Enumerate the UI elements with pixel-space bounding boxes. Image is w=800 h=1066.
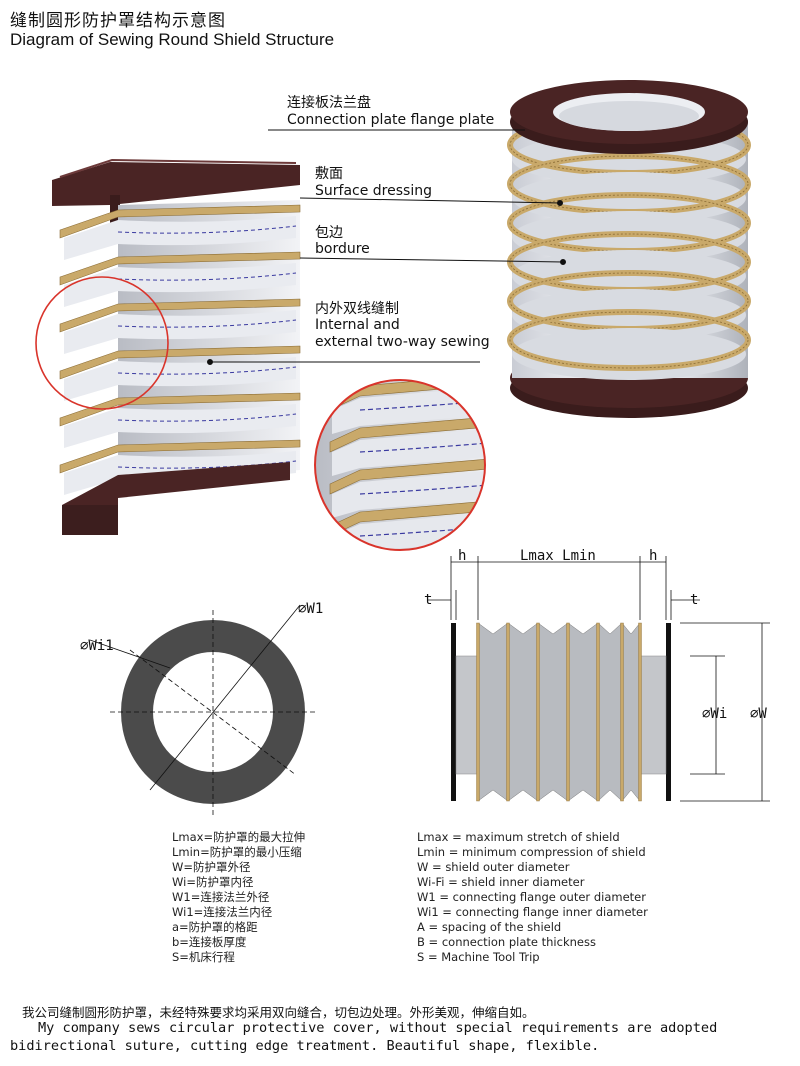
cutaway-bottom-flange [62, 462, 290, 535]
callout-bordure-en: bordure [315, 241, 370, 257]
cutaway-bellows [35, 158, 301, 535]
section-bordure [566, 622, 570, 802]
callout-sewing-en: Internal and [315, 317, 400, 333]
full-bordure-stitch [509, 155, 749, 213]
section-fold [537, 622, 569, 802]
legend-cn-item: Wi1=连接法兰内径 [172, 905, 273, 919]
cutaway-fold [64, 357, 296, 401]
dim-inner-dia: ⌀Wi [702, 706, 727, 722]
legend-cn-item: b=连接板厚度 [172, 935, 247, 949]
cutaway-top-flange [52, 162, 300, 206]
cutaway-bordure [59, 345, 301, 380]
callout-sewing-en2: external two-way sewing [315, 334, 490, 350]
note-en: My company sews circular protective cove… [10, 1020, 718, 1054]
callout-flange-cn: 连接板法兰盘 [287, 95, 371, 111]
section-bordure [536, 622, 540, 802]
section-fold [477, 622, 509, 802]
dim-stroke: Lmax Lmin [520, 548, 596, 564]
cutaway-fold [64, 310, 296, 354]
callout-surface-cn: 敷面 [315, 166, 343, 182]
flange-ring-drawing: ⌀W1 ⌀Wi1 [80, 601, 323, 815]
cutaway-fold [64, 404, 296, 448]
dim-h-right: h [649, 548, 657, 564]
zoom-fold [332, 428, 485, 476]
legend-cn-item: Lmin=防护罩的最小压缩 [172, 845, 302, 859]
legend-en-item: Lmin = minimum compression of shield [417, 845, 646, 859]
legend-cn-item: Wi=防护罩内径 [172, 875, 254, 889]
section-fold [507, 622, 539, 802]
note-cn: 我公司缝制圆形防护罩，未经特殊要求均采用双向缝合，切包边处理。外形美观，伸缩自如… [22, 1005, 535, 1020]
full-bordure-stitch [509, 311, 749, 369]
section-drawing: h Lmax Lmin h t t ⌀Wi ⌀W [424, 548, 770, 802]
ring-inner-label: ⌀Wi1 [80, 638, 114, 654]
cutaway-bordure [59, 439, 301, 474]
cutaway-bordure [59, 204, 301, 239]
zoom-fold [332, 470, 485, 518]
zoom-bordure [329, 457, 485, 495]
legend-en-item: B = connection plate thickness [417, 935, 596, 949]
callout-surface-en: Surface dressing [315, 183, 432, 199]
legend-en-item: Wi-Fi = shield inner diameter [417, 875, 585, 889]
dim-t-right: t [690, 592, 698, 608]
cutaway-fold [64, 263, 296, 307]
cutaway-bordure [59, 298, 301, 333]
zoom-bordure [329, 415, 485, 453]
legend-en-item: Wi1 = connecting flange inner diameter [417, 905, 648, 919]
detail-marker-circle [35, 276, 169, 410]
cutaway-bordure [59, 392, 301, 427]
full-bordure-stitch [509, 194, 749, 252]
page-title-cn: 缝制圆形防护罩结构示意图 [10, 11, 226, 31]
zoom-detail [314, 379, 486, 551]
legend-cn: Lmax=防护罩的最大拉伸 Lmin=防护罩的最小压缩 W=防护罩外径 Wi=防… [172, 830, 305, 965]
legend-en-item: Lmax = maximum stretch of shield [417, 830, 620, 844]
section-bordure [476, 622, 480, 802]
cutaway-bordure [59, 251, 301, 286]
cutaway-stitch [117, 319, 297, 328]
full-bellows [507, 80, 751, 418]
cutaway-fold [64, 216, 296, 260]
full-fold [512, 328, 746, 380]
section-bordure [596, 622, 600, 802]
section-bordure [638, 622, 642, 802]
legend-cn-item: a=防护罩的格距 [172, 920, 258, 934]
legend-en: Lmax = maximum stretch of shield Lmin = … [417, 830, 648, 965]
section-fold [567, 622, 599, 802]
full-bordure-stitch [509, 233, 749, 291]
dim-outer-dia: ⌀W [750, 706, 767, 722]
legend-cn-item: Lmax=防护罩的最大拉伸 [172, 830, 306, 844]
legend-en-item: W1 = connecting flange outer diameter [417, 890, 646, 904]
cutaway-stitch [117, 272, 297, 281]
section-fold [597, 622, 623, 802]
legend-en-item: S = Machine Tool Trip [417, 950, 540, 964]
legend-cn-item: W=防护罩外径 [172, 860, 251, 874]
cutaway-stitch [117, 225, 297, 234]
legend-cn-item: S=机床行程 [172, 950, 235, 964]
callout-flange-en: Connection plate flange plate [287, 112, 495, 128]
callout-bordure-cn: 包边 [315, 225, 343, 241]
dim-h-left: h [458, 548, 466, 564]
section-bordure [506, 622, 510, 802]
full-bordure-stitch [509, 272, 749, 330]
callout-leaders [207, 129, 566, 365]
ring-outer-label: ⌀W1 [298, 601, 323, 617]
dim-t-left: t [424, 592, 432, 608]
section-bordure [620, 622, 624, 802]
page-title-en: Diagram of Sewing Round Shield Structure [10, 30, 335, 49]
legend-cn-item: W1=连接法兰外径 [172, 890, 270, 904]
cutaway-stitch [117, 413, 297, 422]
cutaway-stitch [117, 366, 297, 375]
legend-en-item: W = shield outer diameter [417, 860, 570, 874]
legend-en-item: A = spacing of the shield [417, 920, 562, 934]
callout-sewing-cn: 内外双线缝制 [315, 301, 399, 317]
section-fold [621, 622, 641, 802]
